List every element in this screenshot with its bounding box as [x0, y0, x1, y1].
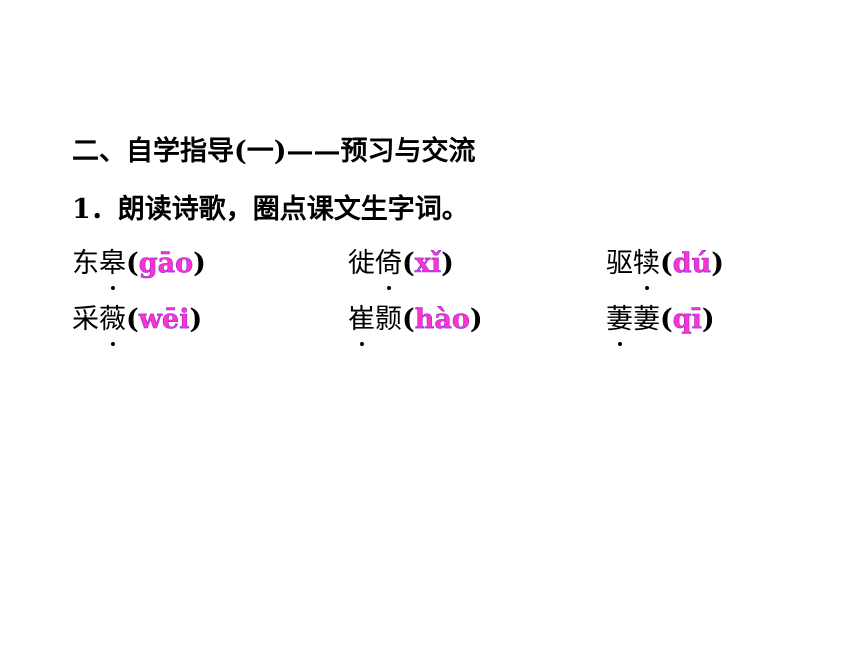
pinyin: gāo: [138, 248, 194, 280]
pinyin: wēi: [138, 304, 190, 336]
vocab-char-emphasized: 崔: [348, 300, 375, 346]
open-paren: (: [660, 248, 673, 279]
emphasis-dot: [386, 286, 391, 290]
vocab-char: 萋: [633, 304, 660, 335]
vocab-char: 驱: [606, 248, 633, 279]
open-paren: (: [126, 248, 139, 279]
vocab-item-cuihao: 崔颢(hào): [348, 300, 483, 346]
vocab-char-emphasized: 倚: [375, 244, 402, 290]
vocab-char: 颢: [375, 304, 402, 335]
vocab-item-qiqi: 萋萋(qī): [606, 300, 715, 346]
pinyin: qī: [672, 304, 702, 336]
emphasis-dot: [617, 342, 622, 346]
close-paren: ): [193, 248, 206, 279]
vocab-char: 徙: [348, 248, 375, 279]
close-paren: ): [189, 304, 203, 335]
vocab-char-emphasized: 皋: [99, 244, 126, 290]
section-heading: 二、自学指导(一)——预习与交流: [72, 136, 476, 167]
vocab-item-donggao: 东皋(gāo): [72, 244, 206, 290]
open-paren: (: [126, 304, 139, 335]
close-paren: ): [711, 248, 725, 279]
emphasis-dot: [110, 342, 115, 346]
open-paren: (: [402, 248, 415, 279]
close-paren: ): [469, 304, 483, 335]
vocab-item-xiyi: 徙倚(xǐ): [348, 244, 454, 290]
vocab-char-emphasized: 薇: [99, 300, 126, 346]
emphasis-dot: [110, 286, 115, 290]
vocab-char-emphasized: 萋: [606, 300, 633, 346]
vocab-char: 采: [72, 304, 99, 335]
emphasis-dot: [359, 342, 364, 346]
vocab-item-caiwei: 采薇(wēi): [72, 300, 203, 346]
open-paren: (: [660, 304, 673, 335]
vocab-row-1: 东皋(gāo) 徙倚(xǐ) 驱犊(dú): [72, 244, 832, 290]
open-paren: (: [402, 304, 415, 335]
instruction-text: 1．朗读诗歌，圈点课文生字词。: [72, 194, 469, 225]
pinyin: dú: [672, 248, 712, 280]
emphasis-dot: [644, 286, 649, 290]
close-paren: ): [701, 304, 715, 335]
pinyin: xǐ: [414, 248, 442, 280]
close-paren: ): [441, 248, 454, 279]
vocab-char: 东: [72, 248, 99, 279]
vocab-item-qudu: 驱犊(dú): [606, 244, 725, 290]
pinyin: hào: [414, 304, 470, 336]
vocab-row-2: 采薇(wēi) 崔颢(hào) 萋萋(qī): [72, 300, 832, 346]
vocab-char-emphasized: 犊: [633, 244, 660, 290]
